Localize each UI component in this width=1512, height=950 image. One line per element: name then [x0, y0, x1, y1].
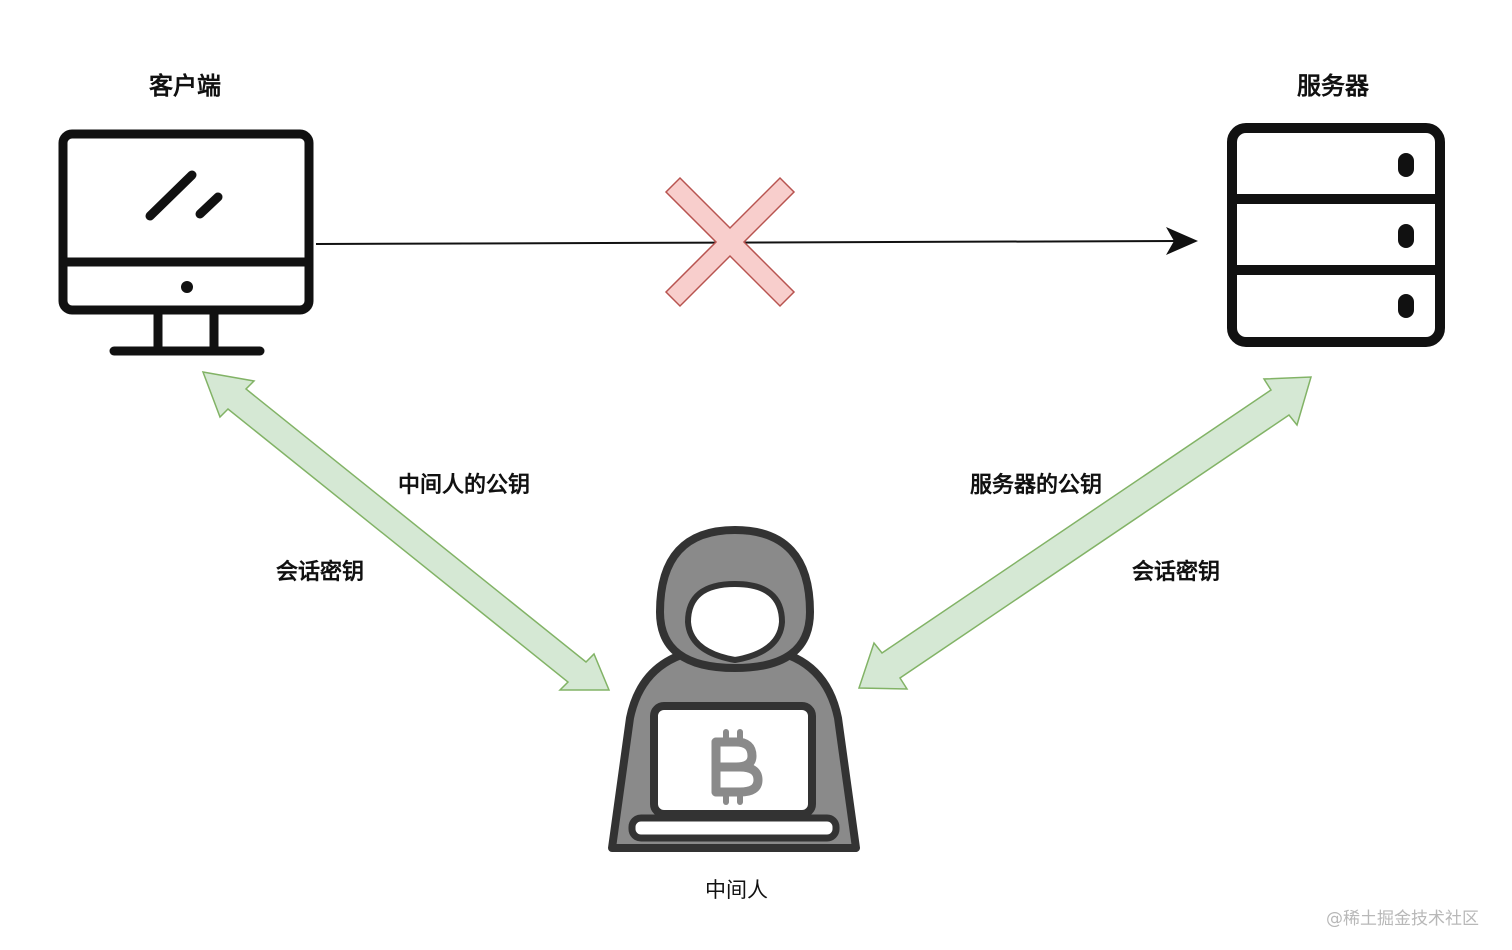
- right-edge-label-top: 服务器的公钥: [970, 473, 1103, 498]
- watermark: @稀土掘金技术社区: [1326, 909, 1479, 929]
- monitor-power-dot: [181, 281, 193, 293]
- client-label: 客户端: [149, 72, 221, 100]
- client-mitm-double-arrow: [201, 371, 611, 691]
- left-edge-label-bottom: 会话密钥: [276, 560, 365, 585]
- direct-connection-arrow: [315, 227, 1198, 255]
- server-mitm-double-arrow: [857, 376, 1313, 690]
- server-label: 服务器: [1297, 72, 1369, 100]
- left-edge-label-top: 中间人的公钥: [398, 473, 531, 498]
- mitm-label: 中间人: [705, 878, 768, 902]
- server-icon: [1227, 123, 1445, 347]
- blocked-cross-icon: [664, 176, 796, 308]
- hacker-bitcoin-icon: [608, 525, 860, 852]
- right-edge-label-bottom: 会话密钥: [1132, 560, 1221, 585]
- monitor-icon: [58, 129, 314, 356]
